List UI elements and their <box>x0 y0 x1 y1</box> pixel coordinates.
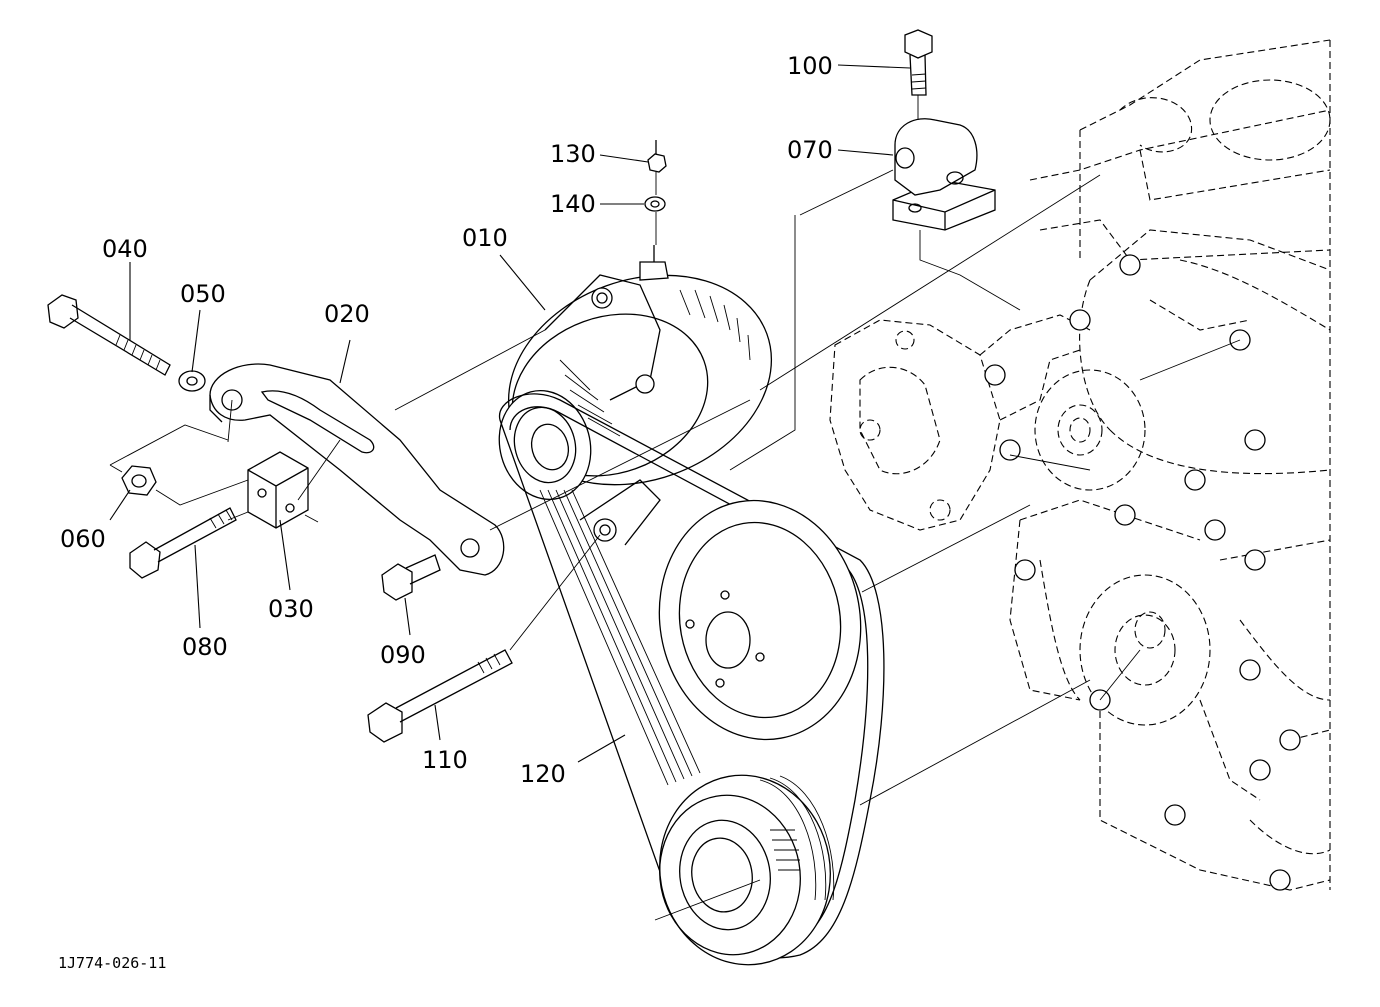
callout-060: 060 <box>60 525 106 553</box>
callout-120: 120 <box>520 760 566 788</box>
fan-pulley <box>658 499 862 741</box>
callout-100: 100 <box>787 52 833 80</box>
washer-140 <box>644 196 666 212</box>
callout-080: 080 <box>182 633 228 661</box>
adjusting-bracket <box>209 363 505 576</box>
callout-130: 130 <box>550 140 596 168</box>
nut-130 <box>647 140 667 173</box>
crank-pulley <box>659 774 835 966</box>
reference-code: 1J774-026-11 <box>58 954 166 972</box>
callout-020: 020 <box>324 300 370 328</box>
bolt-040 <box>47 294 171 376</box>
callout-040: 040 <box>102 235 148 263</box>
callout-050: 050 <box>180 280 226 308</box>
assembly-lines <box>109 95 1241 921</box>
callout-140: 140 <box>550 190 596 218</box>
spacer-block-030 <box>247 451 309 529</box>
bolt-080 <box>129 507 237 579</box>
alternator <box>498 245 773 546</box>
washer-050 <box>178 370 206 392</box>
callout-110: 110 <box>422 746 468 774</box>
callout-labels: 010 020 030 040 050 060 070 080 090 100 … <box>60 52 833 788</box>
bolt-110 <box>367 649 513 743</box>
nut-060 <box>121 465 157 496</box>
callout-030: 030 <box>268 595 314 623</box>
callout-010: 010 <box>462 224 508 252</box>
mounting-bracket-070 <box>892 118 996 231</box>
callout-070: 070 <box>787 136 833 164</box>
bolt-100 <box>904 29 933 96</box>
engine-block <box>829 39 1331 891</box>
callout-leaders <box>109 64 911 763</box>
bolt-090 <box>381 554 441 601</box>
callout-090: 090 <box>380 641 426 669</box>
